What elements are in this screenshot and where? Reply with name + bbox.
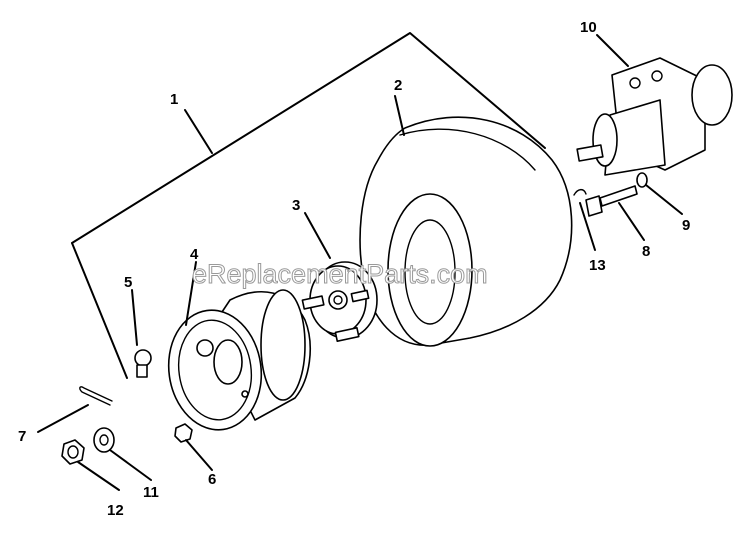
watermark: eReplacementParts.com [192, 259, 488, 289]
part-8-bolt[interactable] [585, 185, 638, 217]
assembly-bracket [71, 32, 546, 379]
callout-labels: 1 2 3 4 5 6 7 8 9 10 11 12 13 [18, 19, 690, 519]
callout-7: 7 [18, 428, 26, 445]
callout-5: 5 [124, 274, 132, 291]
callout-2: 2 [394, 77, 402, 94]
callout-10: 10 [580, 19, 597, 36]
part-4-rim[interactable] [161, 289, 311, 436]
callout-13: 13 [589, 257, 606, 274]
part-12-castle-nut[interactable] [61, 439, 85, 465]
part-6-lug-nut[interactable] [174, 423, 193, 443]
part-9-washer[interactable] [636, 172, 648, 188]
part-5-grease-fitting[interactable] [134, 349, 152, 378]
callout-1: 1 [170, 91, 178, 108]
part-2-tire[interactable] [359, 116, 573, 347]
callout-9: 9 [682, 217, 690, 234]
part-10-motor[interactable] [576, 57, 733, 176]
callout-11: 11 [143, 484, 159, 501]
callout-3: 3 [292, 197, 300, 214]
part-7-cotter-pin[interactable] [79, 386, 113, 406]
callout-6: 6 [208, 471, 216, 488]
callout-8: 8 [642, 243, 650, 260]
part-3-hub[interactable] [301, 261, 378, 342]
callout-12: 12 [107, 502, 124, 519]
part-11-washer[interactable] [93, 427, 115, 453]
callout-4: 4 [190, 246, 199, 263]
leader-lines [37, 34, 683, 491]
part-13-clip[interactable] [573, 188, 587, 196]
